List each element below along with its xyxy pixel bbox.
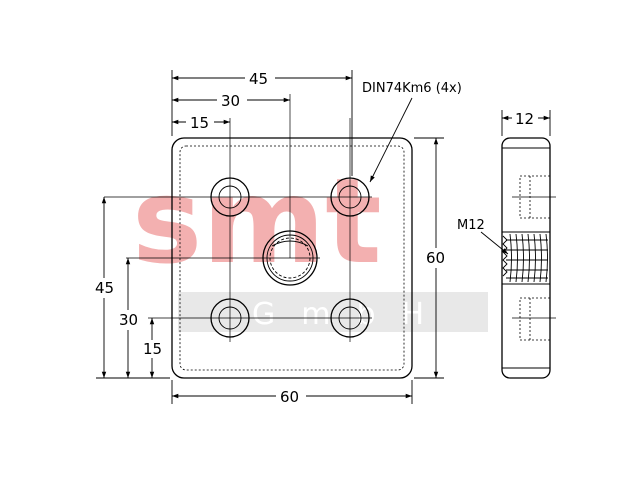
dim-width-45: 45 [249, 70, 268, 88]
side-outline [501, 137, 551, 379]
dim-width-15: 15 [190, 114, 209, 132]
hole-callout: DIN74Km6 (4x) [362, 81, 462, 96]
right-dimensions: 60 [414, 137, 452, 379]
hole-bottom-left [210, 298, 250, 338]
top-dimensions: 45 30 15 12 [171, 68, 551, 176]
hole-bottom-right [330, 298, 370, 338]
bottom-dimensions: 60 [171, 380, 413, 406]
hole-top-left [210, 177, 250, 217]
dim-height-45: 45 [95, 279, 114, 297]
hole-top-right [330, 177, 370, 217]
watermark: smt GmbH [132, 152, 488, 332]
side-view [501, 137, 556, 379]
front-view [104, 94, 413, 379]
thread-section [502, 231, 550, 285]
center-threaded-hole [262, 230, 318, 286]
dim-height-60: 60 [426, 249, 445, 267]
dim-width-30: 30 [221, 92, 240, 110]
left-dimensions: 45 30 15 [93, 197, 170, 379]
watermark-sub-text: GmbH [252, 297, 450, 332]
dim-depth-12: 12 [515, 110, 534, 128]
dim-height-15: 15 [143, 340, 162, 358]
dim-height-30: 30 [119, 311, 138, 329]
watermark-main-text: smt [132, 152, 382, 290]
dim-width-60: 60 [280, 388, 299, 406]
thread-callout: M12 [457, 218, 485, 233]
callouts: DIN74Km6 (4x) M12 [362, 81, 509, 255]
